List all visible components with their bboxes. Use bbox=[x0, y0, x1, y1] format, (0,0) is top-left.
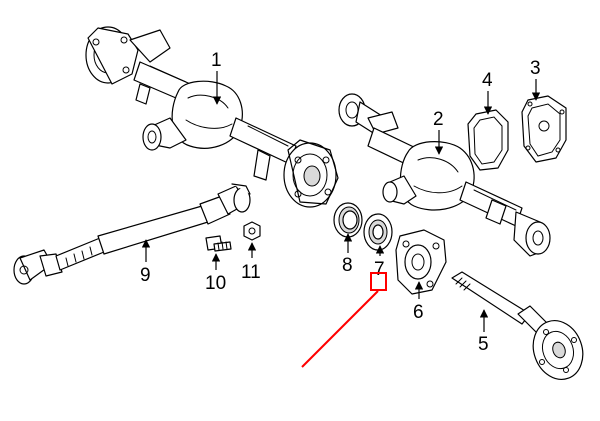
callout-6: 6 bbox=[413, 281, 424, 323]
rear-axle-assembly[interactable] bbox=[338, 93, 551, 257]
callout-label-11: 11 bbox=[241, 262, 261, 283]
callout-3: 3 bbox=[530, 58, 541, 101]
callout-label-4: 4 bbox=[482, 70, 493, 91]
callout-label-10: 10 bbox=[205, 273, 226, 294]
highlight-box bbox=[370, 272, 387, 291]
highlight-pointer-line bbox=[301, 290, 379, 368]
callout-10: 10 bbox=[205, 253, 226, 294]
bolt[interactable] bbox=[205, 235, 232, 252]
nut[interactable] bbox=[243, 221, 261, 241]
callout-2: 2 bbox=[433, 109, 444, 155]
callout-9: 9 bbox=[140, 239, 151, 286]
callout-label-9: 9 bbox=[140, 265, 151, 286]
callout-5: 5 bbox=[478, 309, 489, 355]
axle-seal[interactable] bbox=[333, 202, 363, 238]
wheel-bearing[interactable] bbox=[363, 213, 393, 251]
bearing-retainer[interactable] bbox=[395, 229, 447, 295]
callout-label-1: 1 bbox=[211, 50, 222, 71]
axle-shaft[interactable] bbox=[451, 271, 591, 386]
callout-label-7: 7 bbox=[374, 259, 385, 280]
cover-gasket[interactable] bbox=[467, 109, 509, 171]
front-axle-assembly[interactable] bbox=[85, 26, 339, 208]
callout-11: 11 bbox=[241, 242, 261, 283]
drive-shaft[interactable] bbox=[13, 183, 251, 285]
callout-7: 7 bbox=[374, 245, 385, 280]
callout-1: 1 bbox=[211, 50, 222, 105]
callout-label-3: 3 bbox=[530, 58, 541, 79]
callout-label-6: 6 bbox=[413, 302, 424, 323]
callout-8: 8 bbox=[342, 233, 353, 276]
differential-cover[interactable] bbox=[521, 95, 567, 163]
callout-label-2: 2 bbox=[433, 109, 444, 130]
callout-label-5: 5 bbox=[478, 334, 489, 355]
callout-label-8: 8 bbox=[342, 255, 353, 276]
highlight-marker bbox=[301, 272, 387, 368]
callout-4: 4 bbox=[482, 70, 493, 115]
